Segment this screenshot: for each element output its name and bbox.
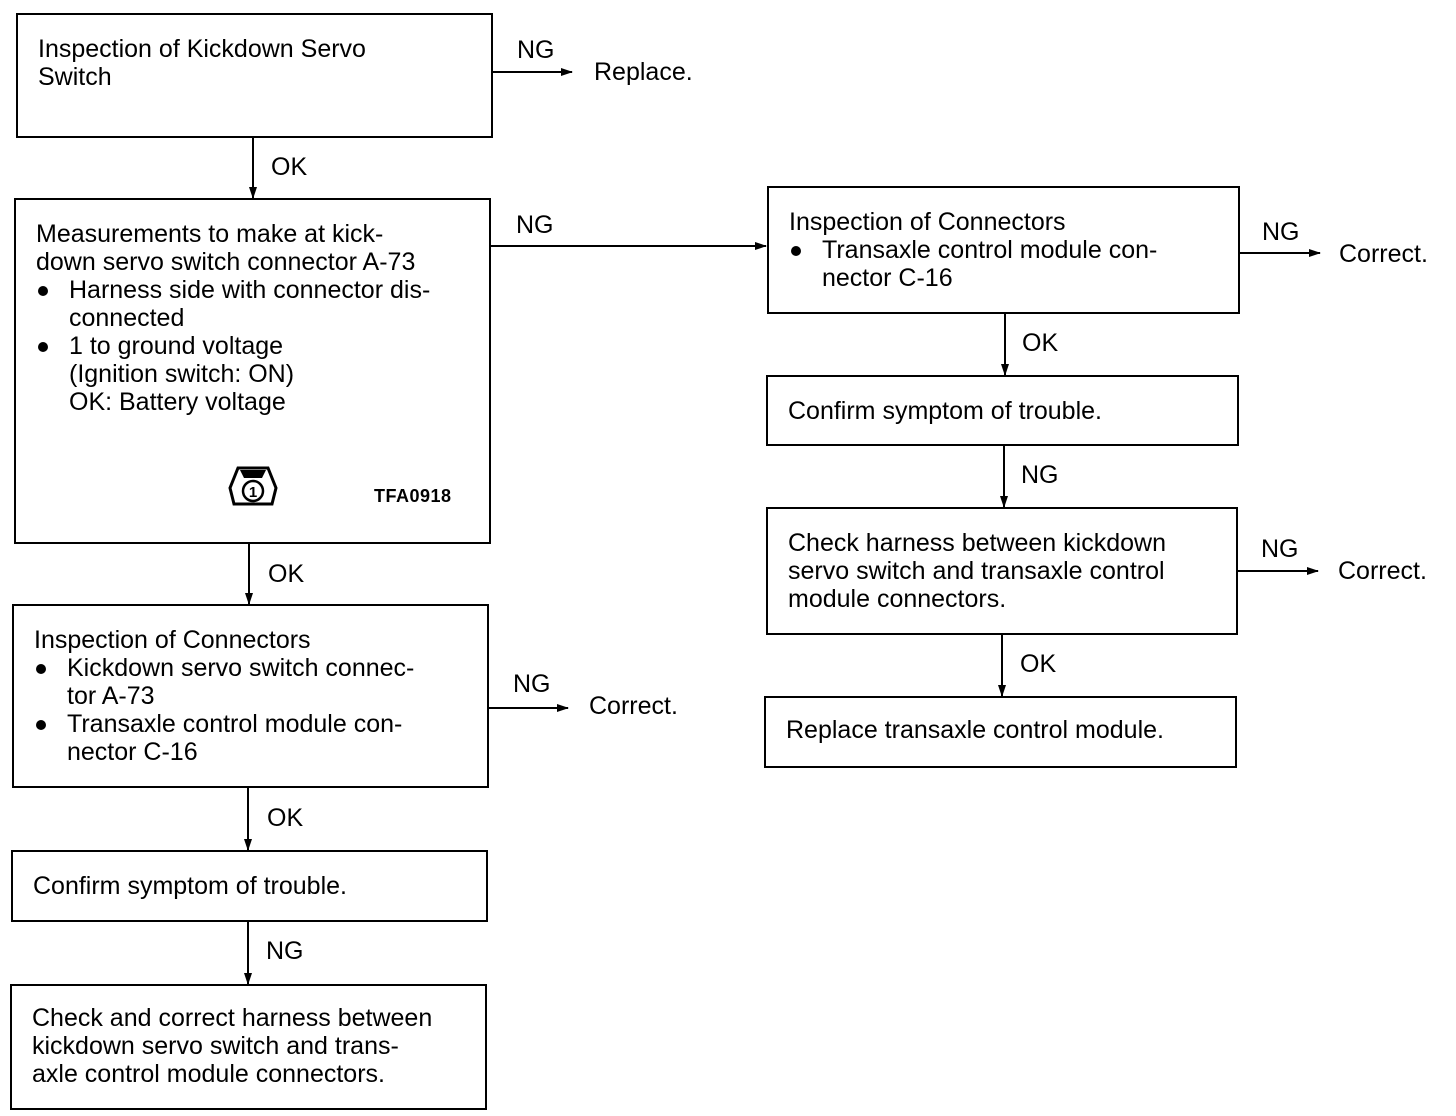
label-ng: NG <box>513 670 551 698</box>
step-inspect-connectors-left: Inspection of Connectors Kickdown servo … <box>12 604 489 788</box>
label-correct: Correct. <box>589 692 678 720</box>
step-text: Confirm symptom of trouble. <box>788 397 1102 425</box>
step-text: Replace transaxle control module. <box>786 716 1164 744</box>
label-ok: OK <box>271 153 308 181</box>
label-ng: NG <box>1262 218 1300 246</box>
label-ng: NG <box>516 211 554 239</box>
label-correct: Correct. <box>1338 557 1427 585</box>
step-confirm-symptom-right: Confirm symptom of trouble. <box>766 375 1239 446</box>
label-ng: NG <box>1261 535 1299 563</box>
step-title: Measurements to make at kick- down servo… <box>36 220 416 276</box>
label-replace: Replace. <box>594 58 693 86</box>
bullet-item: Kickdown servo switch connec- tor A-73 <box>34 654 467 710</box>
step-title: Inspection of Connectors <box>34 626 311 654</box>
step-replace-tcm: Replace transaxle control module. <box>764 696 1237 768</box>
bullet-item: Harness side with connector dis- connect… <box>36 276 469 332</box>
step-measurements: Measurements to make at kick- down servo… <box>14 198 491 544</box>
label-ok: OK <box>268 560 305 588</box>
step-text: Inspection of Kickdown Servo Switch <box>38 35 366 91</box>
bullet-list: Kickdown servo switch connec- tor A-73 T… <box>34 654 467 766</box>
label-ng: NG <box>266 937 304 965</box>
step-text: Check harness between kickdown servo swi… <box>788 529 1166 613</box>
connector-terminal-1-icon: 1 <box>228 466 278 506</box>
bullet-list: Harness side with connector dis- connect… <box>36 276 469 416</box>
label-ok: OK <box>1022 329 1059 357</box>
label-ok: OK <box>267 804 304 832</box>
step-check-correct-harness: Check and correct harness between kickdo… <box>10 984 487 1110</box>
step-text: Confirm symptom of trouble. <box>33 872 347 900</box>
step-check-harness: Check harness between kickdown servo swi… <box>766 507 1238 635</box>
step-title: Inspection of Connectors <box>789 208 1066 236</box>
bullet-list: Transaxle control module con- nector C-1… <box>789 236 1218 292</box>
step-confirm-symptom-left: Confirm symptom of trouble. <box>11 850 488 922</box>
step-inspect-connectors-right: Inspection of Connectors Transaxle contr… <box>767 186 1240 314</box>
terminal-number: 1 <box>249 484 257 501</box>
label-correct: Correct. <box>1339 240 1428 268</box>
label-ng: NG <box>1021 461 1059 489</box>
step-inspect-servo-switch: Inspection of Kickdown Servo Switch <box>16 13 493 138</box>
bullet-item: 1 to ground voltage (Ignition switch: ON… <box>36 332 469 416</box>
label-ng: NG <box>517 36 555 64</box>
bullet-item: Transaxle control module con- nector C-1… <box>789 236 1218 292</box>
bullet-item: Transaxle control module con- nector C-1… <box>34 710 467 766</box>
step-text: Check and correct harness between kickdo… <box>32 1004 433 1088</box>
label-ok: OK <box>1020 650 1057 678</box>
figure-code: TFA0918 <box>374 486 452 506</box>
